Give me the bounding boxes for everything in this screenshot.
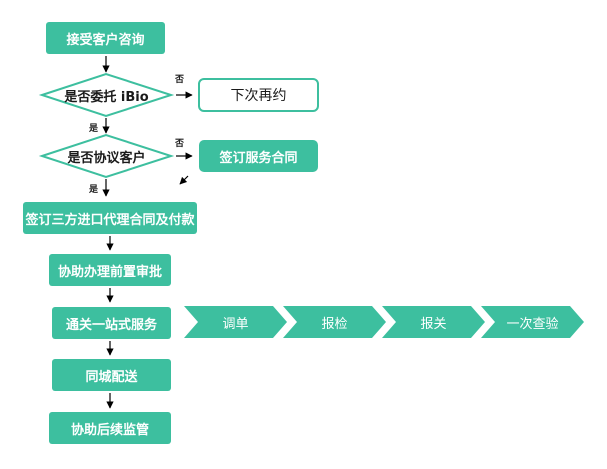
decision-agreement-diamond bbox=[38, 133, 175, 179]
decision-entrust-diamond bbox=[38, 72, 175, 118]
step-pre-approval-box bbox=[49, 254, 171, 286]
step-tripartite-box bbox=[23, 202, 197, 234]
step-supervision-box bbox=[49, 412, 171, 444]
chevron-3 bbox=[382, 306, 485, 338]
step-one-stop-box bbox=[52, 307, 171, 339]
step-delivery-box bbox=[52, 359, 171, 391]
chevron-2 bbox=[283, 306, 386, 338]
step-reschedule-box bbox=[198, 78, 319, 112]
step-service-contract-box bbox=[199, 140, 318, 172]
chevron-1 bbox=[184, 306, 287, 338]
step-consult-box bbox=[46, 22, 165, 54]
chevron-4 bbox=[481, 306, 584, 338]
arrow-contract-to-tripartite bbox=[179, 175, 189, 185]
